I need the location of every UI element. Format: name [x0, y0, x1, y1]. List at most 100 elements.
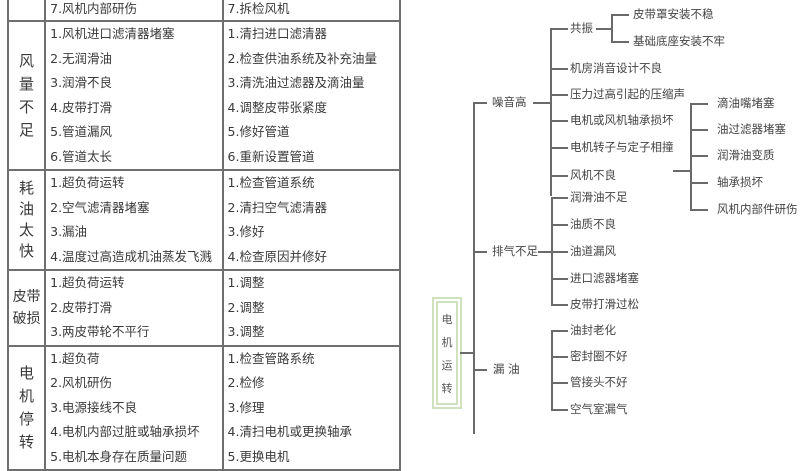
cause-text: 1.风机进口滤清器堵塞 [50, 26, 175, 41]
cause-cell: 1.超负荷运转 2.皮带打滑 3.两皮带轮不平行 [44, 269, 224, 347]
leaf-node: 基础底座安装不牢 [633, 34, 725, 48]
connector-line [550, 94, 568, 96]
root-char: 转 [441, 381, 453, 395]
cause-cell: 1.风机进口滤清器堵塞 2.无润滑油 3.润滑不良 4.皮带打滑 5.管道漏风 … [44, 20, 224, 171]
connector-line [611, 14, 629, 16]
connector-line [550, 68, 568, 70]
connector-line [690, 129, 708, 131]
table-row-belt-damage: 皮带 破损 1.超负荷运转 2.皮带打滑 3.两皮带轮不平行 1.调整 2.调整… [6, 269, 402, 347]
category-char: 足 [19, 120, 35, 139]
leaf-node: 机房消音设计不良 [570, 61, 662, 75]
remedy-text: 1.清扫进口滤清器 [227, 26, 327, 41]
connector-line [550, 120, 568, 122]
category-char: 量 [19, 74, 35, 93]
remedy-text: 5.更换电机 [227, 448, 290, 464]
connector-line [550, 28, 552, 196]
table-row: 7.风机内部研伤 7.拆检风机 [6, 0, 402, 22]
category-char: 快 [19, 242, 35, 260]
root-char: 电 [441, 312, 453, 326]
root-char: 运 [441, 358, 453, 372]
remedy-cell: 1.调整 2.调整 3.调整 [221, 269, 402, 347]
cause-cell: 1.超负荷运转 2.空气滤清器堵塞 3.漏油 4.温度过高造成机油蒸发飞溅 [44, 169, 224, 271]
root-node: 电 机 运 转 [432, 297, 462, 409]
node-resonance: 共振 [570, 21, 593, 35]
category-char: 转 [19, 432, 35, 451]
leaf-node: 润滑油变质 [717, 148, 775, 162]
remedy-text: 2.调整 [227, 299, 265, 315]
cause-text: 2.皮带打滑 [50, 299, 113, 315]
connector-line [551, 251, 568, 253]
remedy-cell: 7.拆检风机 [221, 0, 402, 22]
connector-line [551, 197, 568, 199]
remedy-text: 3.修理 [227, 399, 265, 415]
remedy-text: 3.修好 [227, 224, 265, 239]
category-char: 风 [19, 51, 35, 70]
connector-line [690, 209, 708, 211]
leaf-node: 空气室漏气 [570, 402, 628, 416]
category-cell: 耗 油 太 快 [6, 169, 47, 271]
cause-text: 4.皮带打滑 [50, 99, 113, 115]
connector-line [551, 278, 568, 280]
leaf-node: 皮带罩安装不稳 [633, 7, 714, 21]
remedy-text: 6.重新设置管道 [227, 148, 315, 164]
remedy-text: 3.调整 [227, 324, 265, 339]
leaf-node: 皮带打滑过松 [570, 297, 639, 311]
remedy-text: 2.清扫空气滤清器 [227, 199, 327, 215]
leaf-node: 管接头不好 [570, 375, 628, 389]
leaf-node: 电机转子与定子相撞 [570, 140, 674, 154]
remedy-text: 2.检查供油系统及补充油量 [227, 50, 377, 66]
table-row-airflow-insufficient: 风 量 不 足 1.风机进口滤清器堵塞 2.无润滑油 3.润滑不良 4.皮带打滑… [6, 20, 402, 171]
branch-exhaust: 排气不足 [492, 244, 538, 258]
connector-line [551, 304, 568, 306]
category-char: 油 [19, 200, 35, 218]
remedy-text: 1.调整 [227, 275, 265, 290]
table-row-oil-consumption: 耗 油 太 快 1.超负荷运转 2.空气滤清器堵塞 3.漏油 4.温度过高造成机… [6, 169, 402, 271]
leaf-node: 油封老化 [570, 323, 616, 337]
leaf-node: 风机内部件研伤 [717, 202, 798, 216]
category-char: 皮带 [12, 288, 41, 305]
leaf-node: 密封圈不好 [570, 349, 628, 363]
connector-line [551, 330, 568, 332]
leaf-node: 油道漏风 [570, 244, 616, 258]
cause-text: 3.润滑不良 [50, 75, 113, 90]
cause-text: 5.电机本身存在质量问题 [50, 448, 188, 464]
cause-text: 5.管道漏风 [50, 124, 113, 139]
connector-line [551, 330, 553, 410]
connector-line [550, 28, 568, 30]
cause-text: 4.温度过高造成机油蒸发飞溅 [50, 248, 213, 264]
cause-text: 1.超负荷 [50, 350, 100, 366]
connector-line [551, 409, 568, 411]
remedy-text: 7.拆检风机 [227, 1, 290, 16]
connector-line [690, 155, 708, 157]
connector-line [550, 147, 568, 149]
leaf-node: 电机或风机轴承损坏 [570, 113, 674, 127]
remedy-text: 2.检修 [227, 375, 265, 390]
remedy-text: 5.修好管道 [227, 124, 290, 139]
connector-line [690, 182, 708, 184]
connector-line [551, 382, 568, 384]
connector-line [473, 369, 487, 371]
cause-text: 2.空气滤清器堵塞 [50, 199, 150, 215]
leaf-node: 滴油嘴堵塞 [717, 96, 775, 110]
category-char: 耗 [19, 179, 35, 197]
remedy-text: 1.检查管路系统 [227, 350, 315, 366]
connector-line [596, 28, 612, 30]
remedy-cell: 1.检查管道系统 2.清扫空气滤清器 3.修好 4.检查原因并修好 [221, 169, 402, 271]
category-char: 机 [19, 386, 35, 405]
cause-text: 2.风机研伤 [50, 375, 113, 390]
remedy-text: 1.检查管道系统 [227, 175, 315, 190]
cause-text: 3.电源接线不良 [50, 399, 138, 415]
category-char: 破损 [12, 310, 41, 327]
cause-cell: 7.风机内部研伤 [44, 0, 224, 22]
remedy-cell: 1.清扫进口滤清器 2.检查供油系统及补充油量 3.清洗油过滤器及滴油量 4.调… [221, 20, 402, 171]
root-char: 机 [441, 335, 453, 349]
leaf-node: 轴承损坏 [717, 175, 763, 189]
category-char: 停 [19, 409, 35, 428]
connector-line [550, 175, 568, 177]
cause-text: 1.超负荷运转 [50, 175, 125, 190]
cause-text: 3.漏油 [50, 224, 88, 239]
connector-line [473, 102, 487, 104]
connector-line [611, 14, 613, 42]
connector-line [533, 102, 551, 104]
category-char: 不 [19, 97, 35, 116]
